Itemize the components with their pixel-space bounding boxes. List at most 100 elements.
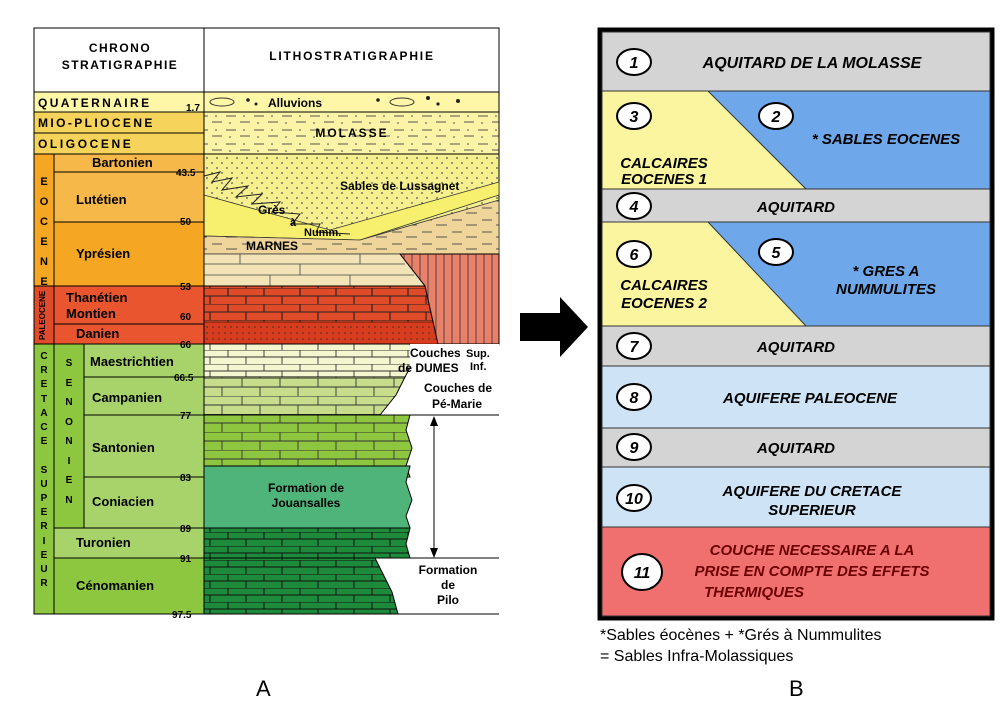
litho-dumes-1: Couches [410,346,461,360]
litho-sup: Sup. [466,348,490,360]
layer-10-number: 10 [625,491,643,508]
layer-6-label-1: CALCAIRES [620,277,708,294]
layer-6-label-2: EOCENES 2 [621,295,708,312]
layer-5-label-2: NUMMULITES [836,281,936,298]
header-chrono-2: STRATIGRAPHIE [62,58,179,72]
layer-2-number: 2 [771,109,781,126]
header-chrono-1: CHRONO [89,41,151,55]
age-2: 43.5 [176,168,196,179]
layer-4-number-badge [616,192,652,220]
age-10: 89 [180,524,192,535]
layer-6-number: 6 [630,247,639,264]
layer-11-label-3: THERMIQUES [704,584,804,601]
litho-alluvions: Alluvions [268,96,322,110]
right-arrow-icon [520,297,588,357]
layer-7-label: AQUITARD [756,339,835,356]
layer-1-number: 1 [630,55,639,72]
layer-10-number-badge [616,484,652,512]
layer-10-label-1: AQUIFERE DU CRETACE [722,483,903,500]
litho-sables-lussagnet: Sables de Lussagnet [340,179,459,193]
stage-turonien: Turonien [76,535,131,550]
layer-2-number-badge [758,102,794,130]
layer-1-label: AQUITARD DE LA MOLASSE [702,55,923,72]
stage-lutetien: Lutétien [76,192,127,207]
layer-5-number: 5 [772,245,782,262]
layer-3-label-2: EOCENES 1 [621,171,707,188]
layer-10 [601,466,991,528]
stratigraphic-column: CHRONO STRATIGRAPHIE LITHOSTRATIGRAPHIE … [33,27,500,621]
litho-gres-2: à [290,217,297,229]
layer-7-number: 7 [630,339,640,356]
footnote-line-2: = Sables Infra-Molassiques [600,648,794,665]
age-9: 83 [180,473,192,484]
age-1: 1.7 [186,103,200,114]
stage-montien: Montien [66,306,116,321]
layer-4-label: AQUITARD [756,199,835,216]
layer-9-number-badge [616,433,652,461]
litho-gres-3: Numm. [304,227,341,239]
layer-8-label: AQUIFERE PALEOCENE [722,390,898,407]
layer-8-number-badge [616,383,652,411]
layer-3-label-1: CALCAIRES [620,155,708,172]
litho-inf: Inf. [470,361,487,373]
layer-4 [601,188,991,223]
layer-11-label-1: COUCHE NECESSAIRE A LA [710,542,915,559]
layer-2-label: * SABLES EOCENES [812,131,960,148]
litho-pe-marie-2: Pé-Marie [432,397,482,411]
layer-11-number-badge [621,553,663,591]
age-4: 53 [180,282,192,293]
stage-cenomanien: Cénomanien [76,578,154,593]
footnote: *Sables éocènes + *Grés à Nummulites = S… [600,625,995,667]
stage-maestrichtien: Maestrichtien [90,354,174,369]
layer-8 [601,365,991,429]
stage-ypresien: Yprésien [76,246,130,261]
layer-11-label-2: PRISE EN COMPTE DES EFFETS [694,563,929,580]
layer-3-number: 3 [630,109,639,126]
stage-thanetien: Thanétien [66,290,127,305]
layer-8-number: 8 [630,390,639,407]
litho-pilo-3: Pilo [437,593,459,607]
layer-6-number-badge [616,240,652,268]
litho-jouansalles-2: Jouansalles [272,496,341,510]
litho-molasse: MOLASSE [315,126,388,140]
litho-dumes-2: de DUMES [398,361,459,375]
litho-marnes: MARNES [246,239,298,253]
layer-7-number-badge [616,332,652,360]
stage-santonien: Santonien [92,440,155,455]
header-litho: LITHOSTRATIGRAPHIE [269,49,435,63]
layer-10-label-2: SUPERIEUR [768,502,856,519]
age-12: 97.5 [172,610,192,621]
layer-4-number: 4 [629,199,639,216]
layer-7 [601,325,991,367]
age-8: 77 [180,411,192,422]
age-5: 60 [180,312,192,323]
layer-1 [601,31,991,92]
chrono-mio-pliocene: MIO-PLIOCENE [38,116,155,130]
stage-bartonien: Bartonien [92,155,153,170]
layer-5-number-badge [758,238,794,266]
litho-gres-1: Grès [258,203,286,217]
panel-label-b: B [789,676,804,701]
layer-3-number-badge [616,102,652,130]
stage-danien: Danien [76,326,119,341]
layer-1-number-badge [616,48,652,76]
age-3: 50 [180,217,192,228]
stage-campanien: Campanien [92,390,162,405]
litho-pilo-1: Formation [419,563,478,577]
litho-jouansalles-1: Formation de [268,481,344,495]
chrono-oligocene: OLIGOCENE [38,137,133,151]
layer-9-label: AQUITARD [756,440,835,457]
stage-coniacien: Coniacien [92,494,154,509]
footnote-line-1: *Sables éocènes + *Grés à Nummulites [600,627,882,644]
layer-11 [601,526,991,617]
chrono-quaternaire: QUATERNAIRE [38,96,152,110]
litho-pilo-2: de [441,578,455,592]
layer-5-label-1: * GRES A [853,263,920,280]
panel-label-a: A [256,676,271,701]
age-7: 66.5 [174,373,194,384]
